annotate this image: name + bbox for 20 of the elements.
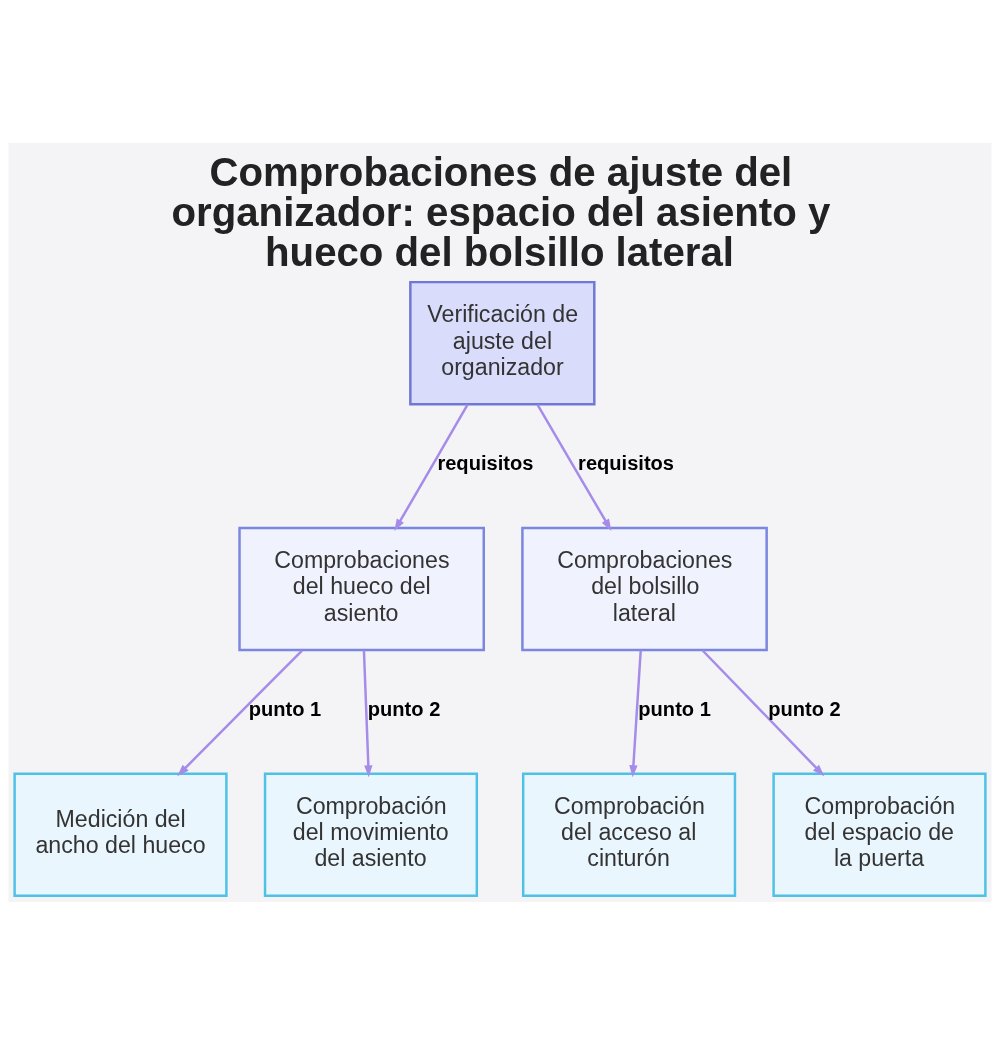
arrow bbox=[177, 649, 303, 777]
node-box: Comprobación del espacio de la puerta bbox=[772, 772, 987, 898]
edge-label: requisitos bbox=[578, 451, 675, 474]
edge-label: punto 2 bbox=[768, 697, 841, 720]
diagram-title: Comprobaciones de ajuste del organizador: espacio del asiento y hueco del bolsillo lateral bbox=[171, 149, 831, 276]
edge-label: requisitos bbox=[437, 451, 534, 474]
node-box: Medición del ancho del hueco bbox=[13, 772, 228, 898]
node-box: Verificación de ajuste del organizador bbox=[409, 280, 596, 406]
edge-label: punto 2 bbox=[367, 697, 441, 720]
node-box: Comprobaciones del bolsillo lateral bbox=[521, 526, 768, 652]
node-box: Comprobación del movimiento del asiento bbox=[263, 772, 479, 898]
arrow bbox=[701, 649, 825, 777]
arrow bbox=[629, 650, 642, 778]
arrow bbox=[394, 404, 469, 531]
arrow bbox=[362, 650, 373, 778]
arrow bbox=[536, 404, 612, 531]
edge-label: punto 1 bbox=[638, 697, 711, 720]
node-box: Comprobaciones del hueco del asiento bbox=[238, 526, 485, 652]
edge-label: punto 1 bbox=[248, 697, 322, 720]
node-box: Comprobación del acceso al cinturón bbox=[521, 772, 737, 898]
